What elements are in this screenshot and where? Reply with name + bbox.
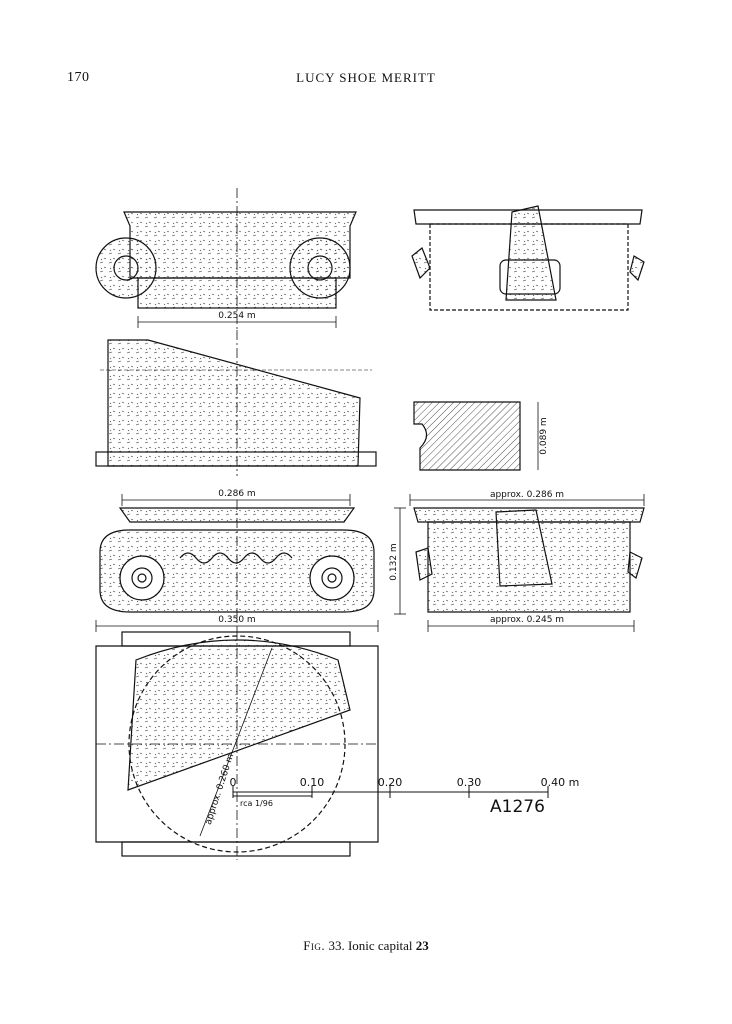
front-fragment-view [95, 330, 377, 476]
scale-bar [232, 786, 549, 798]
dimension-top [121, 494, 351, 506]
label-side-bottom-width: approx. 0.245 m [490, 615, 564, 625]
dimension-front-height [394, 507, 406, 615]
label-diameter: approx. 0.260 m [204, 753, 236, 827]
caption-text: Ionic capital [347, 938, 413, 953]
catalog-id: A1276 [490, 797, 545, 817]
page-number: 170 [67, 70, 90, 85]
running-title: LUCY SHOE MERITT [296, 70, 436, 85]
label-side-top-width: approx. 0.286 m [490, 490, 564, 500]
side-top-view [411, 205, 645, 311]
label-section-height: 0.089 m [539, 417, 549, 454]
caption-number: 33. [328, 938, 345, 953]
label-front-height: 0.132 m [389, 543, 399, 580]
dimension-volute [95, 620, 379, 632]
scale-tick-1: 0.10 [300, 776, 325, 789]
label-volute-width: 0.350 m [218, 615, 255, 625]
caption-item: 23 [415, 938, 429, 953]
figure-caption: Fig. 33. Ionic capital 23 [0, 938, 732, 954]
dimension-side-bottom [427, 620, 635, 632]
front-view [99, 500, 375, 630]
scale-tick-3: 0.30 [457, 776, 482, 789]
label-top-width: 0.286 m [218, 489, 255, 499]
bottom-view [95, 630, 379, 860]
scale-tick-4: 0.40 m [541, 776, 580, 789]
dimension-side-top [409, 494, 645, 506]
caption-prefix: Fig. [303, 938, 326, 953]
dimension-abacus [137, 316, 337, 328]
plan-top-view [95, 188, 357, 330]
section-view [413, 401, 539, 471]
side-view [413, 507, 645, 613]
draftsman-initials: rca 1/96 [240, 799, 273, 808]
scale-tick-0: 0 [230, 776, 237, 789]
scale-tick-2: 0.20 [378, 776, 403, 789]
label-abacus-width: 0.254 m [218, 311, 255, 321]
